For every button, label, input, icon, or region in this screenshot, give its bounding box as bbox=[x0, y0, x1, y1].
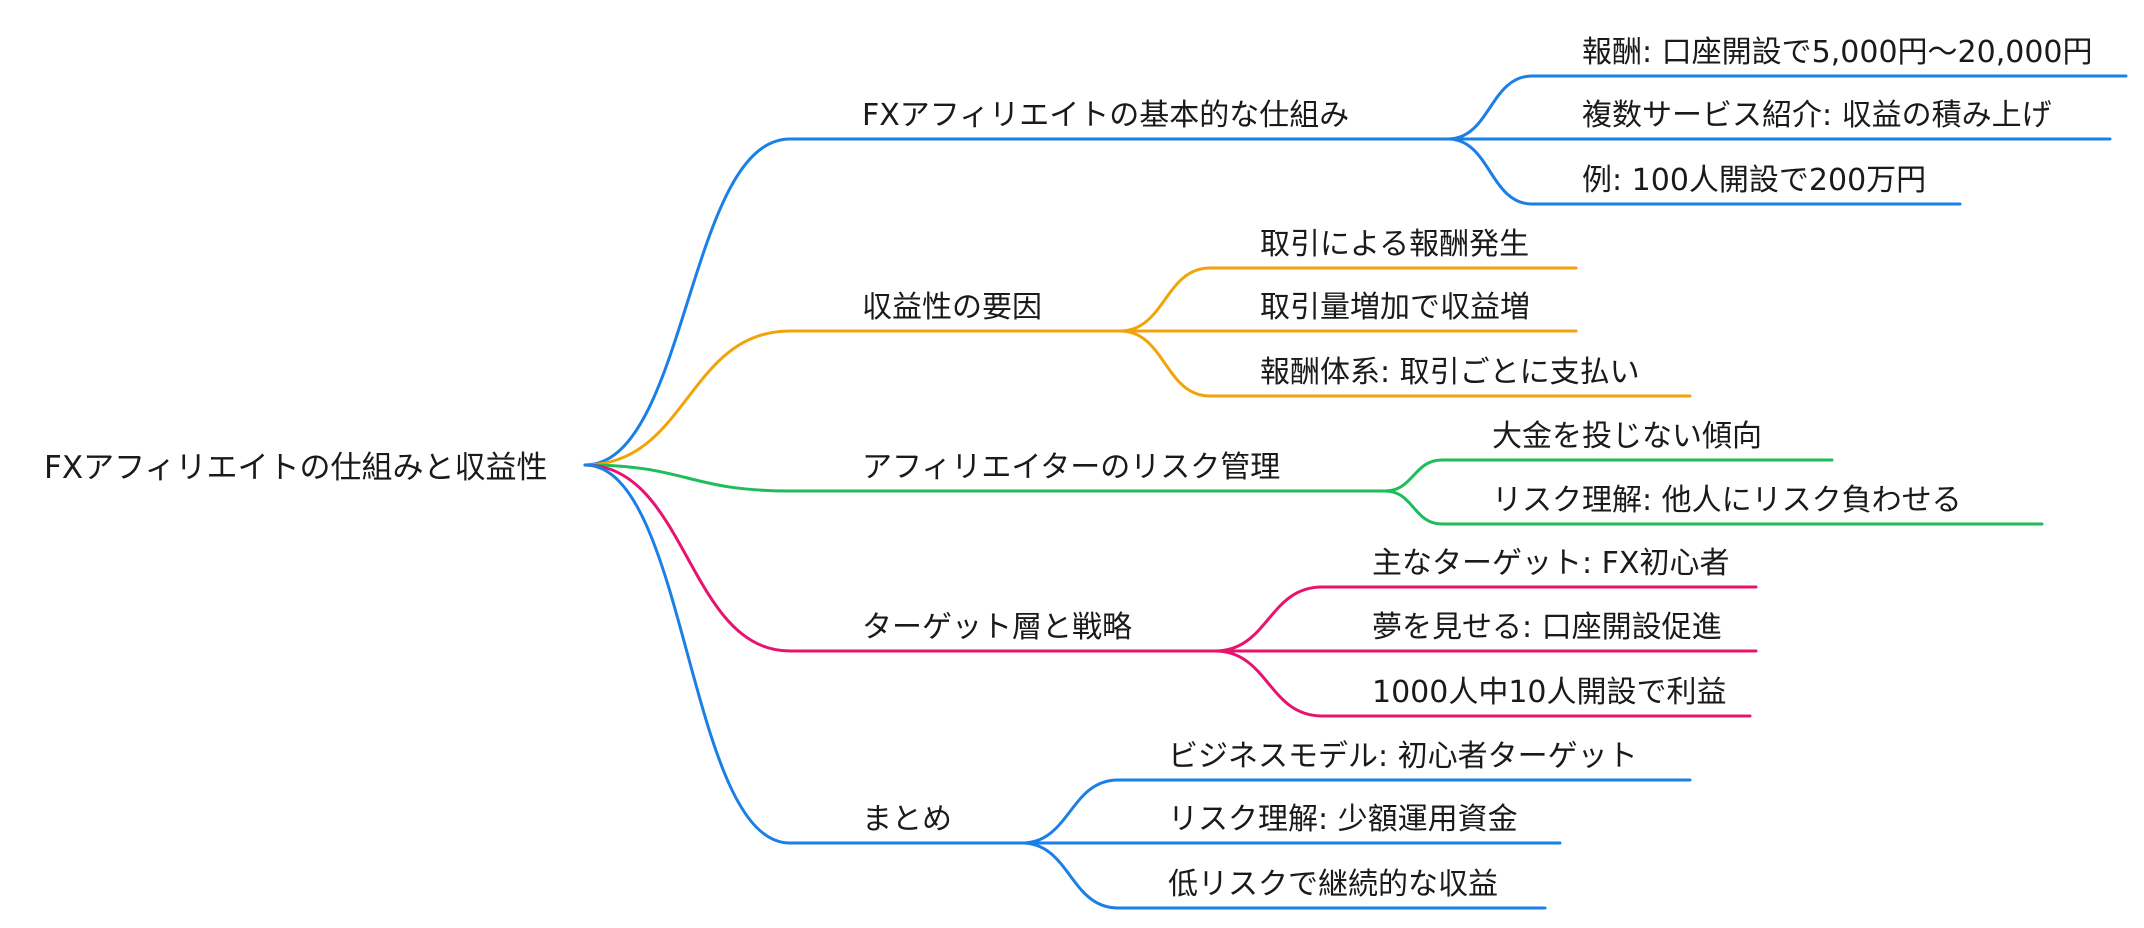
leaf-topic-1-2[interactable]: 複数サービス紹介: 収益の積み上げ bbox=[1582, 98, 2052, 133]
branch-topic-1[interactable]: FXアフィリエイトの基本的な仕組み bbox=[862, 98, 1349, 133]
leaf-topic-4-3[interactable]: 1000人中10人開設で利益 bbox=[1372, 675, 1727, 710]
leaf-topic-2-1[interactable]: 取引による報酬発生 bbox=[1260, 227, 1529, 262]
branch-topic-2[interactable]: 収益性の要因 bbox=[862, 290, 1042, 325]
leaf-connector-2-1 bbox=[1118, 266, 1578, 333]
branch-connector-2 bbox=[583, 329, 1122, 467]
leaf-topic-2-3[interactable]: 報酬体系: 取引ごとに支払い bbox=[1260, 355, 1640, 390]
leaf-topic-3-2[interactable]: リスク理解: 他人にリスク負わせる bbox=[1492, 483, 1962, 518]
leaf-topic-2-2[interactable]: 取引量増加で収益増 bbox=[1260, 290, 1530, 325]
leaf-topic-5-1[interactable]: ビジネスモデル: 初心者ターゲット bbox=[1168, 739, 1638, 774]
mindmap-edges bbox=[583, 74, 2128, 910]
leaf-topic-1-1[interactable]: 報酬: 口座開設で5,000円〜20,000円 bbox=[1582, 35, 2093, 70]
branch-connector-5 bbox=[583, 463, 1024, 845]
leaf-connector-1-1 bbox=[1446, 74, 2128, 141]
leaf-topic-4-2[interactable]: 夢を見せる: 口座開設促進 bbox=[1372, 610, 1722, 645]
leaf-connector-5-3 bbox=[1020, 841, 1547, 910]
leaf-connector-4-3 bbox=[1213, 649, 1752, 718]
leaf-connector-1-3 bbox=[1446, 137, 1962, 206]
leaf-topic-4-1[interactable]: 主なターゲット: FX初心者 bbox=[1372, 546, 1729, 581]
branch-connector-1 bbox=[583, 137, 1450, 467]
leaf-topic-5-2[interactable]: リスク理解: 少額運用資金 bbox=[1168, 802, 1518, 837]
leaf-topic-5-3[interactable]: 低リスクで継続的な収益 bbox=[1168, 867, 1498, 902]
branch-connector-3 bbox=[583, 463, 1387, 493]
branch-connector-4 bbox=[583, 463, 1217, 653]
leaf-connector-2-3 bbox=[1118, 329, 1692, 398]
root-topic[interactable]: FXアフィリエイトの仕組みと収益性 bbox=[44, 450, 547, 486]
leaf-connector-4-1 bbox=[1213, 585, 1758, 653]
leaf-topic-3-1[interactable]: 大金を投じない傾向 bbox=[1492, 419, 1762, 454]
mindmap-nodes: FXアフィリエイトの仕組みと収益性 FXアフィリエイトの基本的な仕組み 報酬: 口… bbox=[44, 35, 2093, 902]
leaf-topic-1-3[interactable]: 例: 100人開設で200万円 bbox=[1582, 163, 1926, 198]
branch-topic-3[interactable]: アフィリエイターのリスク管理 bbox=[862, 450, 1280, 485]
leaf-connector-3-2 bbox=[1383, 489, 2044, 526]
branch-topic-5[interactable]: まとめ bbox=[862, 802, 952, 837]
branch-topic-4[interactable]: ターゲット層と戦略 bbox=[862, 610, 1132, 645]
leaf-connector-3-1 bbox=[1383, 458, 1834, 493]
leaf-connector-5-1 bbox=[1020, 778, 1692, 845]
